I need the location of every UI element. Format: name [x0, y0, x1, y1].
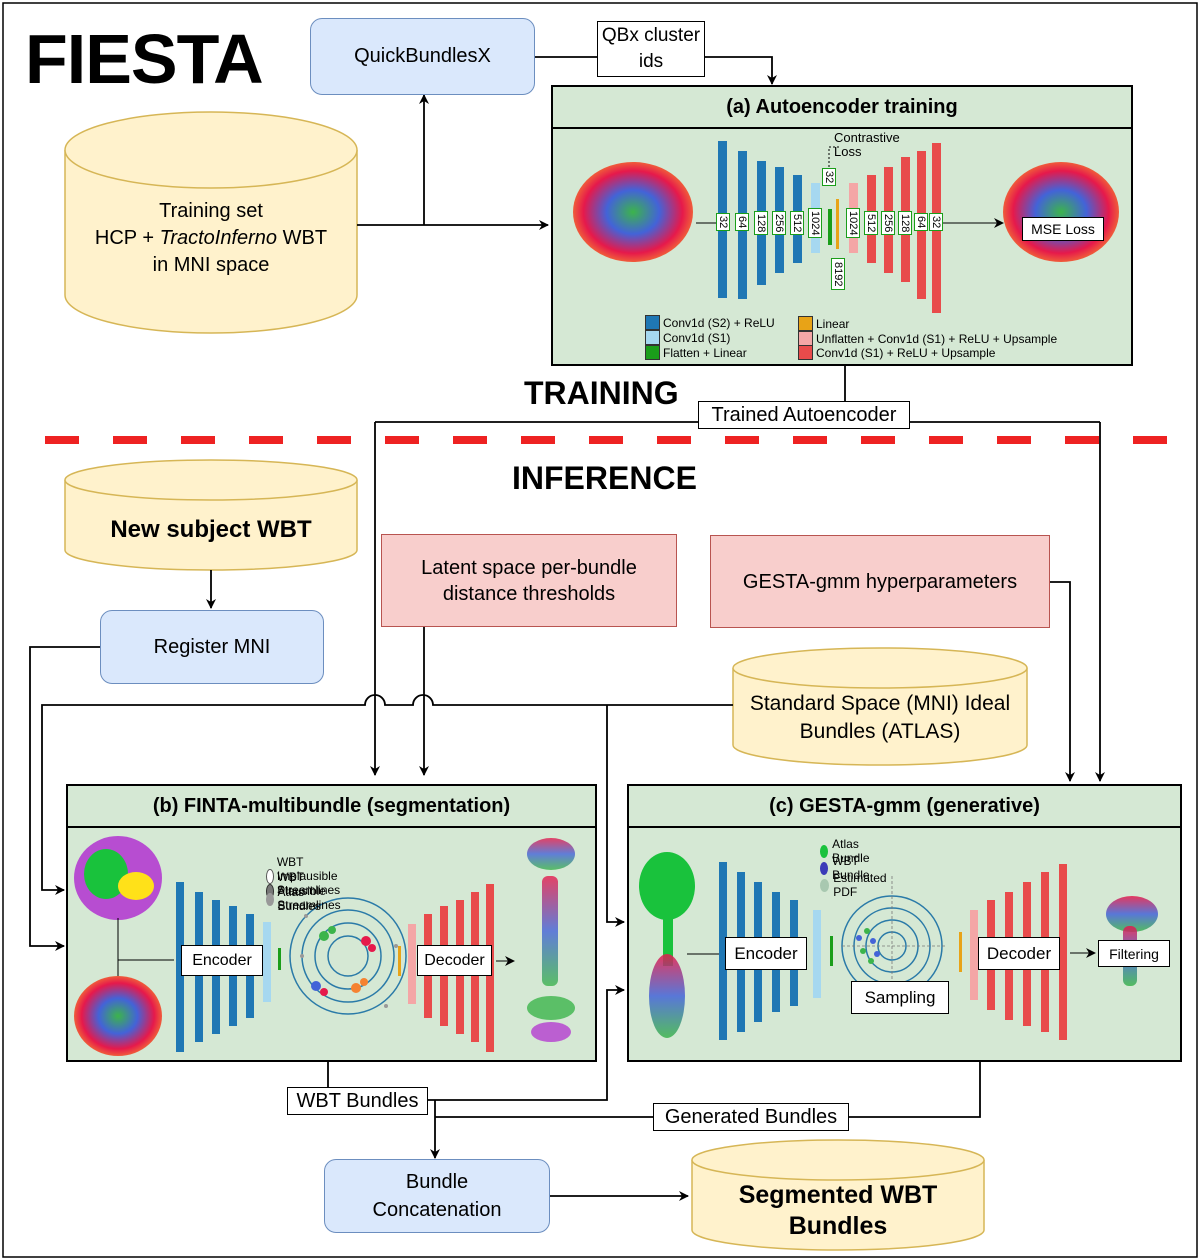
- training-set-cylinder: [64, 111, 358, 334]
- gesta-title: (c) GESTA-gmm (generative): [629, 786, 1180, 828]
- qbx-cluster-ids-label: QBx cluster ids: [597, 21, 705, 77]
- finta-decoder-box: Decoder: [417, 945, 492, 976]
- latent-threshold-line2: distance thresholds: [442, 582, 616, 605]
- atlas-cylinder: [732, 647, 1028, 766]
- enc-label-4: 512: [790, 211, 804, 235]
- wbt-bundles-label: WBT Bundles: [287, 1087, 428, 1115]
- segmented-cylinder: [691, 1139, 985, 1251]
- page-title: FIESTA: [25, 20, 264, 98]
- bundle-concatenation-box: Bundle Concatenation: [324, 1159, 550, 1233]
- bundle-concat-line1: Bundle: [405, 1171, 469, 1193]
- finta-legend-plausible: WBT Plausible Streamlines: [266, 870, 347, 912]
- legend-conv-s2: Conv1d (S2) + ReLU: [645, 315, 775, 330]
- enc-label-3: 256: [772, 211, 786, 235]
- latent-top-label: 32: [822, 168, 836, 186]
- qbx-line1: QBx cluster: [601, 25, 701, 46]
- inference-section-label: INFERENCE: [512, 460, 697, 496]
- dec-label-4: 64: [914, 213, 928, 231]
- dec-label-2: 256: [881, 211, 895, 235]
- new-subject-wbt-label: New subject WBT: [110, 516, 312, 543]
- legend-unflatten: Unflatten + Conv1d (S1) + ReLU + Upsampl…: [798, 331, 1057, 346]
- dec-label-5: 32: [929, 213, 943, 231]
- register-mni-box: Register MNI: [100, 610, 324, 684]
- quickbundlesx-box: QuickBundlesX: [310, 18, 535, 95]
- atlas-label: Standard Space (MNI) Ideal Bundles (ATLA…: [733, 690, 1027, 746]
- dec-label-1: 512: [864, 211, 878, 235]
- gesta-legend-pdf: Estimated PDF: [820, 871, 890, 899]
- mse-loss-box: MSE Loss: [1022, 217, 1104, 241]
- gesta-legend-atlas: Atlas Bundle: [820, 837, 874, 865]
- gesta-samples: [856, 928, 880, 964]
- input-brain-image: [573, 162, 693, 262]
- filtering-box: Filtering: [1098, 940, 1170, 967]
- sampling-box: Sampling: [851, 981, 949, 1014]
- dec-label-3: 128: [898, 211, 912, 235]
- latent-bottom-label: 8192: [831, 258, 845, 290]
- latent-threshold-line1: Latent space per-bundle: [421, 556, 637, 579]
- segmented-bundles-label: Segmented WBT Bundles: [692, 1178, 984, 1244]
- atlas-line1: Standard Space (MNI) Ideal: [749, 692, 1011, 715]
- gesta-wbt-bundle-image: [649, 954, 685, 1038]
- training-section-label: TRAINING: [524, 375, 679, 411]
- segmented-line2: Bundles: [788, 1212, 888, 1240]
- latent-threshold-box: Latent space per-bundle distance thresho…: [381, 534, 677, 627]
- finta-title: (b) FINTA-multibundle (segmentation): [68, 786, 595, 828]
- legend-conv-s1: Conv1d (S1): [645, 330, 730, 345]
- enc-label-2: 128: [754, 211, 768, 235]
- generated-bundles-label: Generated Bundles: [653, 1103, 849, 1131]
- gesta-atlas-bundle-image: [639, 852, 695, 920]
- qbx-line2: ids: [638, 51, 664, 72]
- gesta-hyperparameters-box: GESTA-gmm hyperparameters: [710, 535, 1050, 628]
- gesta-decoder-box: Decoder: [978, 937, 1060, 970]
- autoencoder-title: (a) Autoencoder training: [553, 87, 1131, 129]
- training-set-line3: in MNI space: [152, 254, 270, 276]
- finta-legend-atlas: Atlas Bundles: [266, 885, 325, 913]
- dec-label-0: 1024: [846, 208, 860, 238]
- legend-conv-up: Conv1d (S1) + ReLU + Upsample: [798, 345, 995, 360]
- training-set-label: Training set HCP + TractoInferno WBT in …: [65, 198, 357, 279]
- legend-flatten: Flatten + Linear: [645, 345, 747, 360]
- finta-output-bundles: [527, 838, 575, 1042]
- output-brain-image: [1003, 162, 1119, 262]
- wbt-brain-image: [74, 976, 162, 1056]
- bundle-concat-line2: Concatenation: [372, 1199, 502, 1221]
- enc-label-1: 64: [735, 213, 749, 231]
- finta-encoder-box: Encoder: [181, 945, 263, 976]
- gesta-legend-wbt: WBT Bundle: [820, 854, 874, 882]
- finta-legend-implausible: WBT Implausible Streamlines: [266, 855, 347, 897]
- contrastive-loss-label: Contrastive Loss: [834, 130, 900, 159]
- finta-clusters: [300, 914, 398, 1008]
- segmented-line1: Segmented WBT: [738, 1181, 938, 1209]
- legend-linear: Linear: [798, 316, 849, 331]
- gesta-encoder-box: Encoder: [725, 937, 807, 970]
- trained-autoencoder-label: Trained Autoencoder: [698, 401, 910, 429]
- enc-label-0: 32: [716, 213, 730, 231]
- atlas-line2: Bundles (ATLAS): [799, 720, 961, 743]
- new-subject-cylinder: [64, 459, 358, 571]
- training-set-line2: HCP + TractoInferno WBT: [94, 227, 328, 249]
- enc-label-5: 1024: [808, 208, 822, 238]
- training-set-line1: Training set: [159, 200, 263, 222]
